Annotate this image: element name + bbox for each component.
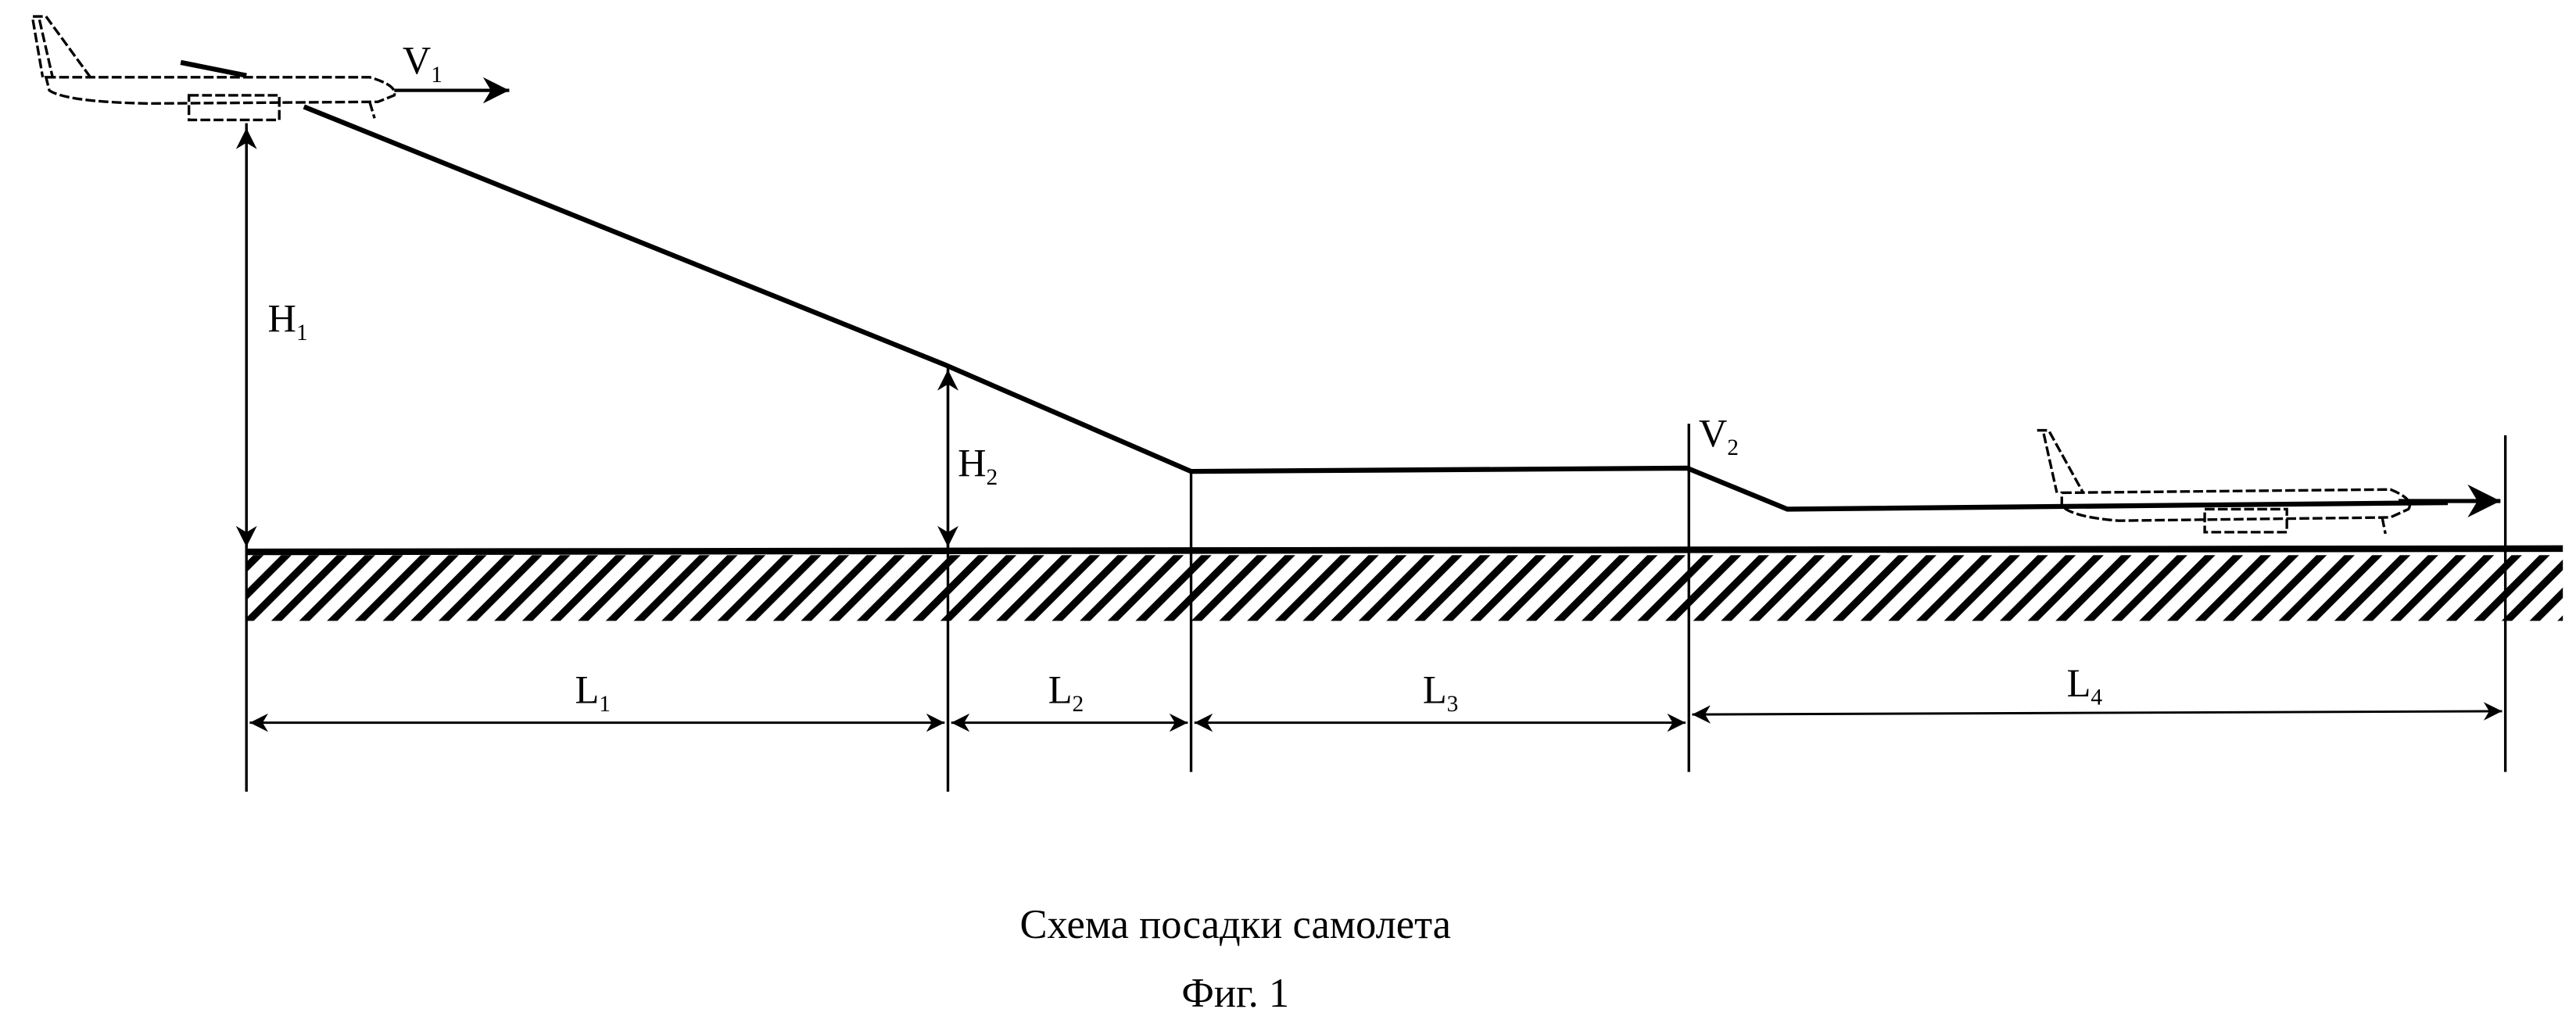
diagram-caption: Схема посадки самолета — [1020, 902, 1451, 947]
airplane-approach-icon — [31, 15, 396, 122]
l2-label: L2 — [1048, 667, 1084, 717]
v2-label: V2 — [1699, 412, 1739, 461]
l4-dimension-arrow — [1692, 702, 2503, 724]
airplane-landed-icon — [2037, 428, 2412, 535]
v1-label: V1 — [403, 39, 442, 88]
l1-label: L1 — [575, 667, 611, 717]
h2-label: H2 — [958, 441, 998, 490]
landing-trajectory — [303, 104, 2449, 512]
runway-surface — [246, 545, 2563, 556]
ground-hatching — [246, 555, 2563, 621]
l3-label: L3 — [1423, 667, 1459, 717]
l4-label: L4 — [2067, 661, 2103, 710]
figure-number: Фиг. 1 — [1181, 971, 1289, 1016]
h1-label: H1 — [268, 296, 308, 345]
